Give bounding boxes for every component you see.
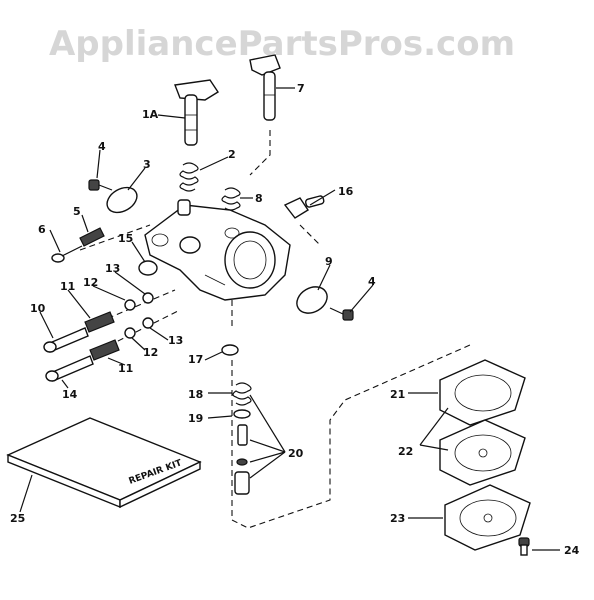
callout-14: 14 — [62, 388, 78, 401]
callout-7: 7 — [297, 82, 305, 95]
callout-15: 15 — [118, 232, 133, 245]
callout-2: 2 — [228, 148, 236, 161]
callout-6: 6 — [38, 223, 46, 236]
screw-part-4-upper — [88, 179, 113, 191]
leader-lines — [19, 87, 560, 551]
callout-20: 20 — [288, 447, 304, 460]
callout-12-upper: 12 — [83, 276, 98, 289]
needle-part-10 — [43, 327, 89, 353]
repair-kit-part-25: REPAIR KIT — [6, 417, 202, 509]
callout-24: 24 — [564, 544, 580, 557]
needle-part-14 — [45, 355, 94, 382]
gasket-plate-part-22-upper — [439, 419, 526, 486]
screw-part-24 — [518, 537, 530, 556]
callout-17: 17 — [188, 353, 203, 366]
spring-part-5 — [79, 227, 105, 247]
callout-labels: 1A 2 3 4 5 6 7 8 9 4 10 11 12 13 15 14 1… — [10, 82, 580, 557]
callout-13-upper: 13 — [105, 262, 120, 275]
spring-part-11-upper — [84, 311, 115, 333]
idle-screw-part-6 — [51, 245, 83, 263]
washer-part-19 — [233, 409, 251, 419]
callout-13-lower: 13 — [168, 334, 183, 347]
plug-part-15 — [138, 260, 158, 276]
throttle-plate-part-3 — [106, 186, 138, 214]
throttle-dashed-path — [299, 224, 321, 246]
callout-10: 10 — [30, 302, 46, 315]
washer-part-12-lower — [124, 327, 136, 339]
choke-lever-part-7 — [249, 54, 281, 121]
callout-9: 9 — [325, 255, 333, 268]
o-ring-part-13-lower — [142, 317, 154, 329]
fitting-dashed-path — [249, 130, 271, 176]
gasket-part-17 — [221, 344, 239, 356]
valve-assembly-part-20 — [234, 424, 250, 495]
watermark-text: AppliancePartsPros.com — [49, 24, 515, 64]
callout-25: 25 — [10, 512, 25, 525]
throttle-lever-part-1a — [174, 79, 219, 146]
spring-part-18 — [232, 382, 252, 406]
callout-4-lower: 4 — [368, 275, 376, 288]
callout-11-lower: 11 — [118, 362, 133, 375]
callout-4-upper: 4 — [98, 140, 106, 153]
callout-5: 5 — [73, 205, 81, 218]
spring-part-8 — [221, 187, 241, 211]
callout-1a: 1A — [142, 108, 159, 121]
assembly-dashed-path — [231, 300, 471, 529]
choke-plate-part-9 — [296, 286, 328, 314]
callout-3: 3 — [143, 158, 151, 171]
callout-23: 23 — [390, 512, 405, 525]
callout-16: 16 — [338, 185, 354, 198]
callout-18: 18 — [188, 388, 203, 401]
diaphragm-plate-part-23 — [444, 484, 531, 551]
callout-12-lower: 12 — [143, 346, 158, 359]
spring-part-2 — [179, 162, 199, 192]
callout-22: 22 — [398, 445, 413, 458]
callout-11-upper: 11 — [60, 280, 75, 293]
washer-part-12-upper — [124, 299, 136, 311]
callout-19: 19 — [188, 412, 203, 425]
callout-8: 8 — [255, 192, 263, 205]
callout-21: 21 — [390, 388, 405, 401]
cover-plate-part-21 — [439, 359, 526, 426]
spring-part-11-lower — [89, 339, 120, 361]
o-ring-part-13-upper — [142, 292, 154, 304]
fuel-elbow-part-16 — [283, 195, 325, 219]
screw-part-4-lower — [329, 307, 354, 321]
carburetor-body — [144, 199, 291, 301]
